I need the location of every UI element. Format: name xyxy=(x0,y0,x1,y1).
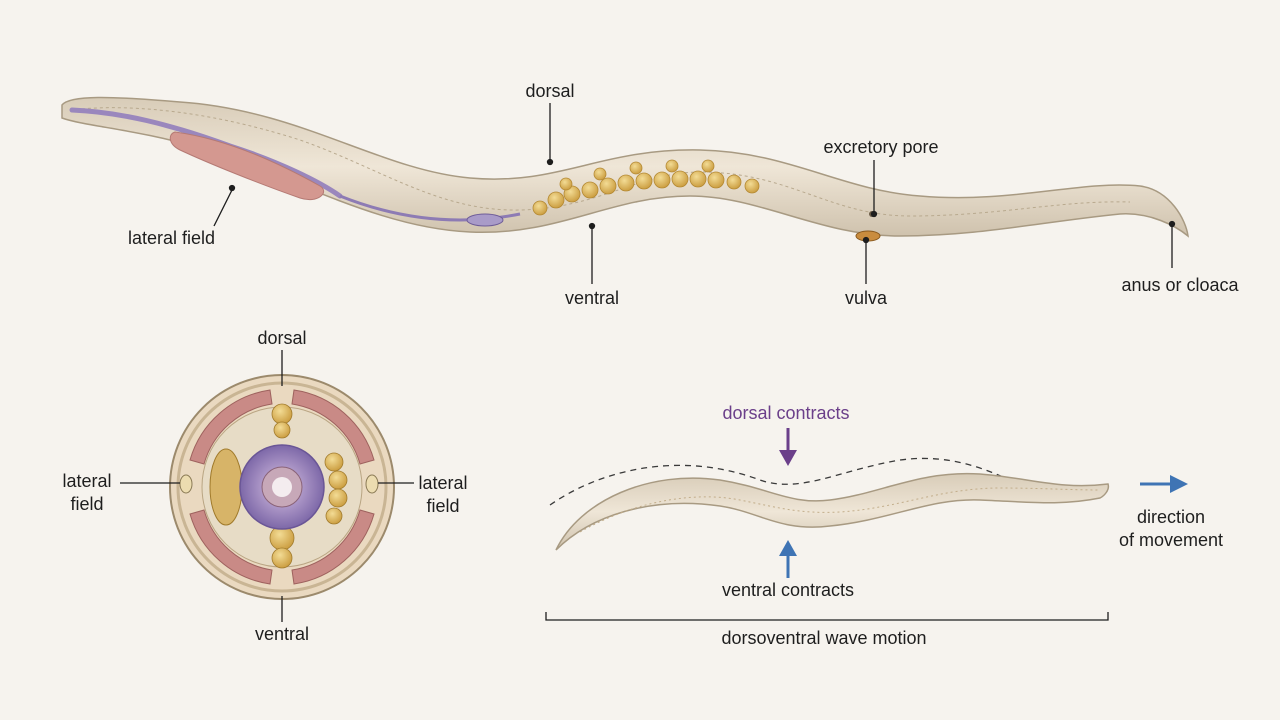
muscle-band xyxy=(169,131,325,200)
cross-section xyxy=(169,374,395,600)
ventral-contract-arrow xyxy=(779,540,797,578)
label-dorsoventral-wave: dorsoventral wave motion xyxy=(721,628,927,648)
label-excretory-pore: excretory pore xyxy=(823,137,939,157)
worm-body xyxy=(61,96,1189,238)
direction-arrow xyxy=(1140,475,1188,493)
longitudinal-leaders xyxy=(213,103,1176,284)
wave-dashed-line xyxy=(549,457,1041,506)
label-ventral-cross: ventral xyxy=(254,624,310,644)
locomotion-panel xyxy=(545,428,1188,621)
label-lateral-field-longitudinal: lateral field xyxy=(128,228,216,248)
label-vulva: vulva xyxy=(844,288,888,308)
muscle-quadrants xyxy=(189,389,375,585)
label-direction-of-movement: direction of movement xyxy=(1118,507,1224,550)
label-dorsal-cross: dorsal xyxy=(257,328,307,348)
dorsal-contract-arrow xyxy=(779,428,797,466)
label-lateral-field-right: lateral field xyxy=(418,473,468,516)
label-lateral-field-left: lateral field xyxy=(62,471,112,514)
wave-bracket xyxy=(545,612,1109,621)
label-dorsal-longitudinal: dorsal xyxy=(525,81,575,101)
label-anus-or-cloaca: anus or cloaca xyxy=(1121,275,1239,295)
label-dorsal-contracts: dorsal contracts xyxy=(722,403,850,423)
cross-section-leaders xyxy=(120,350,414,622)
label-ventral-contracts: ventral contracts xyxy=(721,580,855,600)
longitudinal-worm xyxy=(61,96,1189,242)
label-ventral-longitudinal: ventral xyxy=(564,288,620,308)
locomotion-worm-body xyxy=(555,472,1110,551)
intestine-granules xyxy=(532,159,760,216)
